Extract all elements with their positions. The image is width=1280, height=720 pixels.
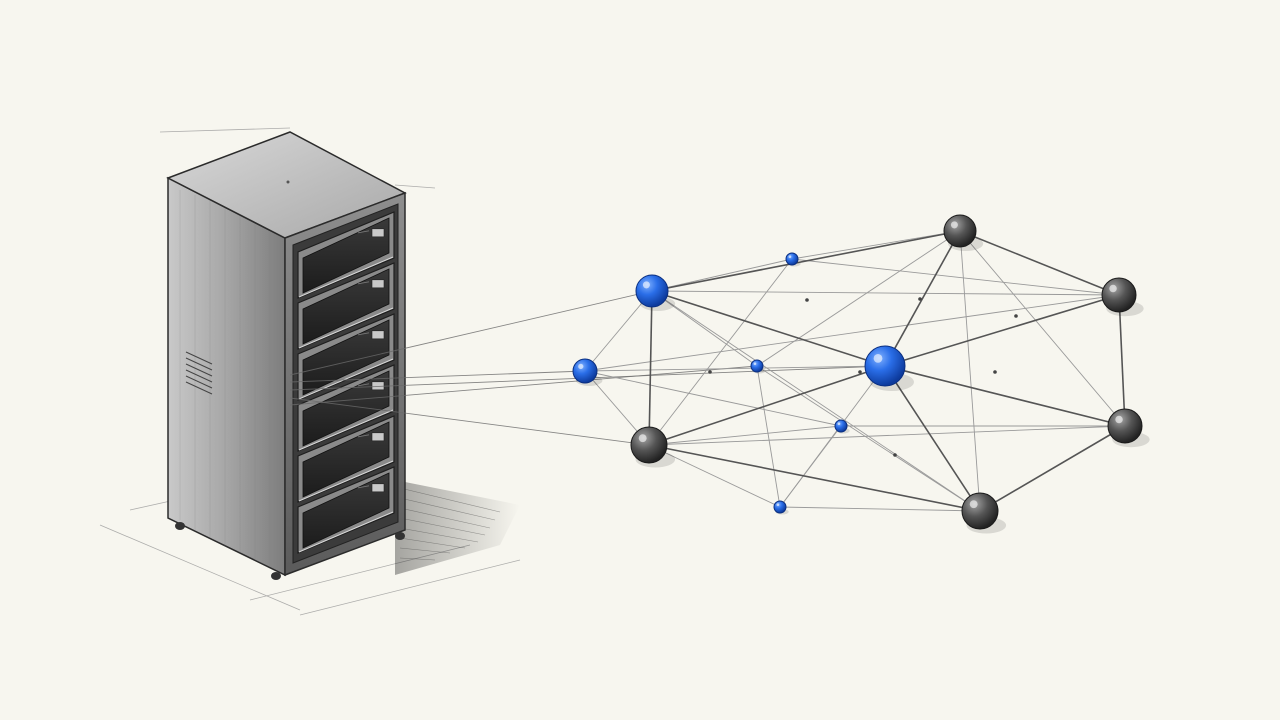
network-edge xyxy=(779,365,886,508)
network-edge xyxy=(756,365,981,512)
blue-network-node xyxy=(785,252,801,267)
network-edge xyxy=(651,290,1120,296)
drive-bay xyxy=(297,211,395,299)
network-edge xyxy=(648,425,1126,446)
network-edge xyxy=(884,365,981,512)
edge-junction xyxy=(858,370,862,374)
rack-link-line xyxy=(289,365,758,406)
gray-network-node xyxy=(943,214,984,251)
gray-network-node xyxy=(1107,408,1150,448)
rack-link-line xyxy=(289,290,653,376)
blue-network-node xyxy=(572,358,603,386)
network-edge xyxy=(756,230,961,367)
drive-indicator xyxy=(371,432,385,442)
blue-network-node xyxy=(635,274,676,311)
network-edges xyxy=(289,230,1126,512)
network-edge xyxy=(651,290,981,512)
network-edge xyxy=(779,506,981,512)
rack-shadow xyxy=(395,480,520,575)
network-edge xyxy=(1118,294,1126,427)
network-edge xyxy=(756,365,781,508)
drive-indicator xyxy=(371,381,385,391)
rack-foot xyxy=(175,522,185,530)
edge-junction xyxy=(708,370,712,374)
vent-grille xyxy=(185,351,213,395)
network-edge xyxy=(959,230,981,512)
network-edge xyxy=(884,230,961,367)
drive-bay xyxy=(297,415,395,503)
drive-indicator xyxy=(371,330,385,340)
network-edge xyxy=(791,258,1120,296)
edge-junction xyxy=(805,298,809,302)
rack-link-line xyxy=(289,370,586,383)
network-graph-icon xyxy=(572,214,1150,534)
drive-bay xyxy=(297,262,395,350)
drive-indicator xyxy=(371,483,385,493)
rack-side-panel xyxy=(167,176,286,577)
drive-bay xyxy=(297,466,395,554)
network-edge xyxy=(648,365,886,446)
network-edge xyxy=(651,290,886,367)
blue-network-node xyxy=(864,345,914,391)
network-edge xyxy=(884,294,1120,367)
edge-junction xyxy=(1014,314,1018,318)
network-edge xyxy=(584,365,886,372)
gray-network-node xyxy=(1101,277,1144,317)
rack-foot xyxy=(395,532,405,540)
network-edge xyxy=(648,444,781,508)
network-edge xyxy=(584,290,653,372)
network-edge xyxy=(584,370,842,427)
network-edge xyxy=(648,425,842,446)
rack-link-line xyxy=(289,397,650,446)
network-edge xyxy=(959,230,1120,296)
blue-network-node xyxy=(834,419,850,434)
drive-indicator xyxy=(371,279,385,289)
drive-bays xyxy=(297,211,395,554)
gray-network-node xyxy=(961,492,1007,534)
edge-junction xyxy=(893,453,897,457)
network-edge xyxy=(648,444,981,512)
network-edge xyxy=(979,425,1126,512)
network-edge xyxy=(584,294,1120,372)
network-edge xyxy=(651,290,758,367)
gray-network-node xyxy=(630,426,676,468)
edge-junction xyxy=(918,297,922,301)
blue-network-node xyxy=(750,359,766,374)
network-edge xyxy=(884,365,1126,427)
network-edge xyxy=(651,230,961,292)
edge-junction xyxy=(993,370,997,374)
drive-bay xyxy=(297,313,395,401)
rack-foot xyxy=(271,572,281,580)
drive-indicator xyxy=(371,228,385,238)
floor-guide-lines xyxy=(99,127,521,616)
network-edge xyxy=(648,290,653,446)
network-edge xyxy=(959,230,1126,427)
blue-network-node xyxy=(773,500,789,515)
